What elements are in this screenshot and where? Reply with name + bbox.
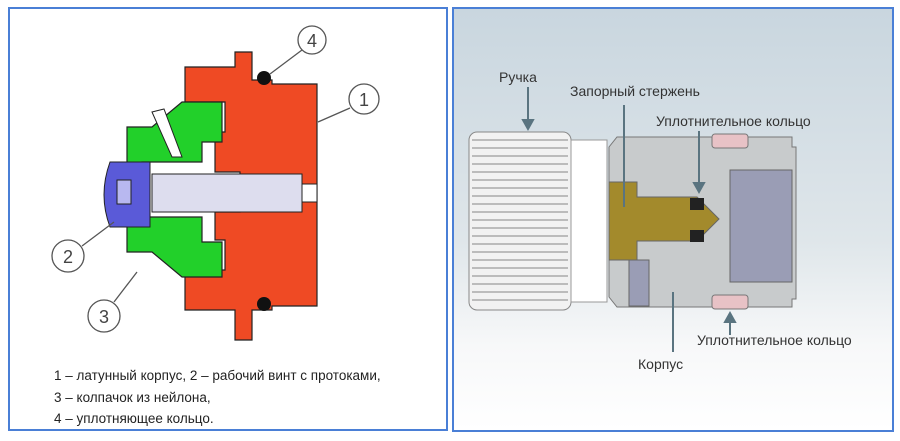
label-seal-ring-top: Уплотнительное кольцо	[656, 113, 811, 129]
valve-cross-section-diagram: 4 1 2 3	[51, 25, 380, 341]
caption-line-1: 1 – латунный корпус, 2 – рабочий винт с …	[54, 368, 381, 383]
seal-ring-top	[711, 133, 749, 149]
caption-line-3: 4 – уплотняющее кольцо.	[54, 411, 214, 426]
label-handle: Ручка	[499, 69, 537, 85]
seal-ring-bottom	[711, 294, 749, 310]
screw-stem	[151, 173, 303, 213]
marker-2: 2	[63, 247, 73, 267]
outlet-insert	[729, 169, 793, 283]
right-diagram-panel: Ручка Запорный стержень Уплотнительное к…	[452, 7, 894, 432]
marker-4: 4	[307, 31, 317, 51]
caption-line-2: 3 – колпачок из нейлона,	[54, 390, 211, 405]
left-diagram-panel: 4 1 2 3 1 – латунный корпус, 2 – рабочий…	[8, 7, 448, 431]
marker-1: 1	[359, 90, 369, 110]
label-shutoff-stem: Запорный стержень	[570, 83, 700, 99]
valve-section-illustration	[468, 87, 797, 352]
label-seal-ring-bottom: Уплотнительное кольцо	[697, 332, 852, 348]
label-body: Корпус	[638, 356, 684, 372]
handle-collar	[570, 139, 608, 303]
marker-3: 3	[99, 307, 109, 327]
